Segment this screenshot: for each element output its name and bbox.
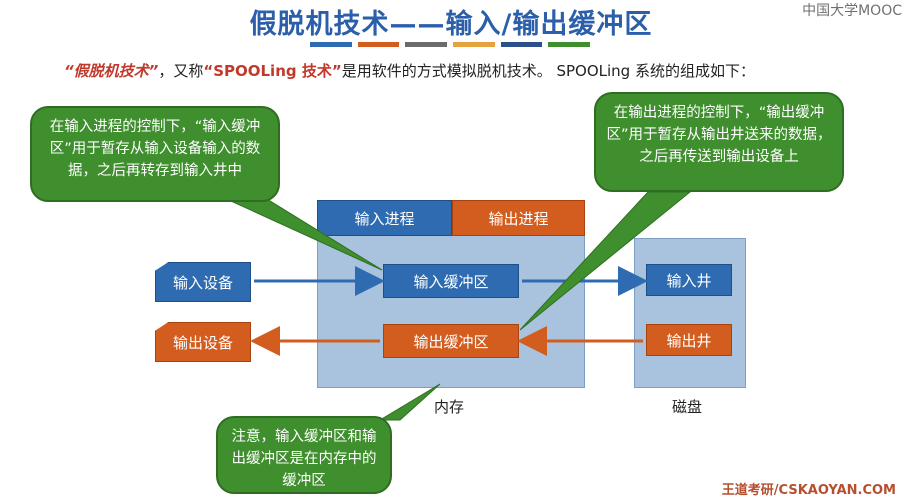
output-buffer-box: 输出缓冲区 <box>383 324 519 358</box>
callout-output-buffer: 在输出进程的控制下，“输出缓冲区”用于暂存从输出井送来的数据，之后再传送到输出设… <box>594 92 844 192</box>
callout-input-buffer: 在输入进程的控制下，“输入缓冲区”用于暂存从输入设备输入的数据，之后再转存到输入… <box>30 106 280 202</box>
output-process-box: 输出进程 <box>452 200 585 236</box>
callout-note-tail <box>378 383 441 421</box>
title-underline-stripes <box>310 42 591 47</box>
disk-label: 磁盘 <box>672 398 703 416</box>
disk-panel <box>634 238 746 388</box>
input-process-box: 输入进程 <box>317 200 452 236</box>
stripe <box>310 42 352 47</box>
output-well-box: 输出井 <box>646 324 732 356</box>
intro-term2: “SPOOLing 技术” <box>203 62 342 80</box>
callout-note: 注意，输入缓冲区和输出缓冲区是在内存中的缓冲区 <box>216 416 392 494</box>
stripe <box>405 42 448 47</box>
stripe <box>453 42 495 47</box>
stripe <box>357 42 400 47</box>
intro-text: “假脱机技术”，又称“SPOOLing 技术”是用软件的方式模拟脱机技术。 SP… <box>64 60 755 81</box>
stripe <box>500 42 543 47</box>
input-well-box: 输入井 <box>646 264 732 296</box>
memory-label: 内存 <box>434 398 465 416</box>
slide-title: 假脱机技术——输入/输出缓冲区 <box>249 9 653 40</box>
input-device-box: 输入设备 <box>155 262 251 302</box>
input-buffer-box: 输入缓冲区 <box>383 264 519 298</box>
output-device-box: 输出设备 <box>155 322 251 362</box>
stripe <box>548 42 591 47</box>
mooc-logo: 中国大学MOOC <box>802 3 902 19</box>
intro-part3: 是用软件的方式模拟脱机技术。 SPOOLing 系统的组成如下： <box>341 62 755 80</box>
intro-part2: ，又称 <box>158 62 204 80</box>
intro-term: “假脱机技术” <box>64 62 159 80</box>
brand-footer: 王道考研/CSKAOYAN.COM <box>721 483 896 498</box>
